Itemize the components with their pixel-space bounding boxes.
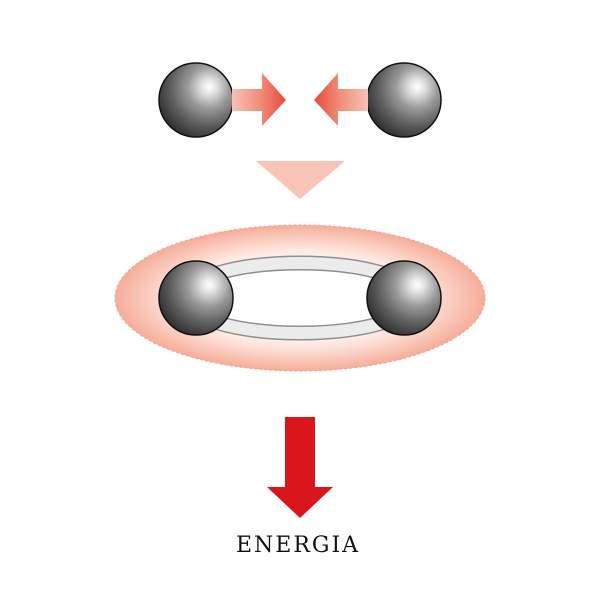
energy-label: ENERGIA [236,533,360,558]
separate-atoms-stage [158,62,442,138]
right-atom [366,62,442,138]
right-pointing-approach-arrow-icon [232,73,286,126]
energy-release-arrow-icon [267,417,333,518]
left-atom [158,62,234,138]
transition-triangle-icon [256,161,345,199]
bonded-molecule-stage [114,224,486,372]
energy-glow [114,224,486,372]
bonded-right-atom [366,260,442,336]
bonded-left-atom [158,260,234,336]
left-pointing-approach-arrow-icon [314,73,368,126]
